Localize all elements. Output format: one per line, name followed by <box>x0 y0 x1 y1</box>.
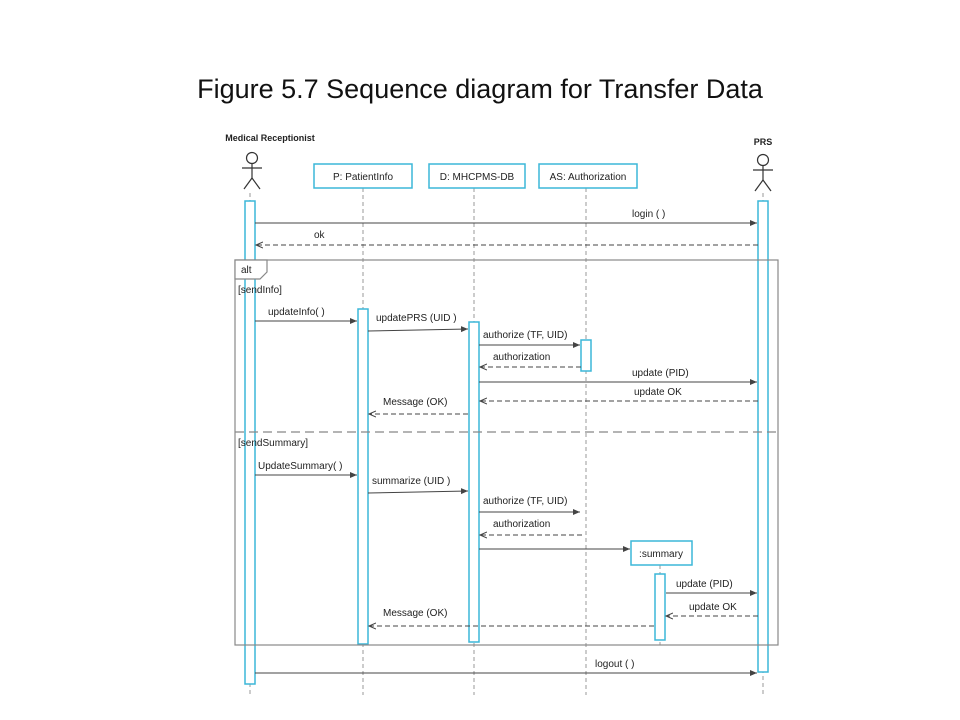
activation-authorization-1 <box>580 339 592 372</box>
actor-icon-prs <box>753 153 773 192</box>
activation-receptionist <box>244 200 256 685</box>
actor-label-prs: PRS <box>754 137 773 147</box>
object-label-mhcpms: D: MHCPMS-DB <box>440 172 515 183</box>
activation-patientinfo-1 <box>357 308 369 645</box>
activation-summary <box>654 573 666 641</box>
message-label-update-ok-2: update OK <box>689 602 737 613</box>
object-box-mhcpms: D: MHCPMS-DB <box>428 163 526 189</box>
actor-label-receptionist: Medical Receptionist <box>225 133 315 143</box>
message-label-authorize-1: authorize (TF, UID) <box>483 330 567 341</box>
object-label-summary: :summary <box>639 549 683 560</box>
message-label-login: login ( ) <box>632 209 665 220</box>
page-title: Figure 5.7 Sequence diagram for Transfer… <box>197 74 763 104</box>
activation-prs <box>757 200 769 673</box>
alt-frame-tag: alt <box>241 265 252 276</box>
message-label-message-ok-2: Message (OK) <box>383 608 447 619</box>
message-label-authorize-2: authorize (TF, UID) <box>483 496 567 507</box>
object-box-patientinfo: P: PatientInfo <box>313 163 413 189</box>
object-box-summary: :summary <box>630 540 693 566</box>
message-label-ok: ok <box>314 230 326 241</box>
object-label-patientinfo: P: PatientInfo <box>333 172 393 183</box>
alt-guard-sendsummary: [sendSummary] <box>238 438 308 449</box>
alt-frame: alt [sendInfo] [sendSummary] <box>234 259 779 646</box>
message-label-updateinfo: updateInfo( ) <box>268 307 325 318</box>
message-label-updatesummary: UpdateSummary( ) <box>258 461 342 472</box>
message-label-updateprs: updatePRS (UID ) <box>376 313 457 324</box>
message-label-message-ok-1: Message (OK) <box>383 397 447 408</box>
activation-mhcpms-1 <box>468 321 480 643</box>
actor-icon-receptionist <box>242 151 262 190</box>
message-label-update-ok-1: update OK <box>634 387 682 398</box>
alt-guard-sendinfo: [sendInfo] <box>238 285 282 296</box>
message-label-summarize: summarize (UID ) <box>372 476 450 487</box>
message-label-logout: logout ( ) <box>595 659 634 670</box>
message-arrow-summarize <box>367 488 469 495</box>
message-label-authorization-2: authorization <box>493 519 550 530</box>
message-arrow-updateprs <box>367 326 469 333</box>
message-label-update-pid-1: update (PID) <box>632 368 689 379</box>
message-label-update-pid-2: update (PID) <box>676 579 733 590</box>
message-label-authorization-1: authorization <box>493 352 550 363</box>
object-box-authorization: AS: Authorization <box>538 163 638 189</box>
object-label-authorization: AS: Authorization <box>550 172 627 183</box>
